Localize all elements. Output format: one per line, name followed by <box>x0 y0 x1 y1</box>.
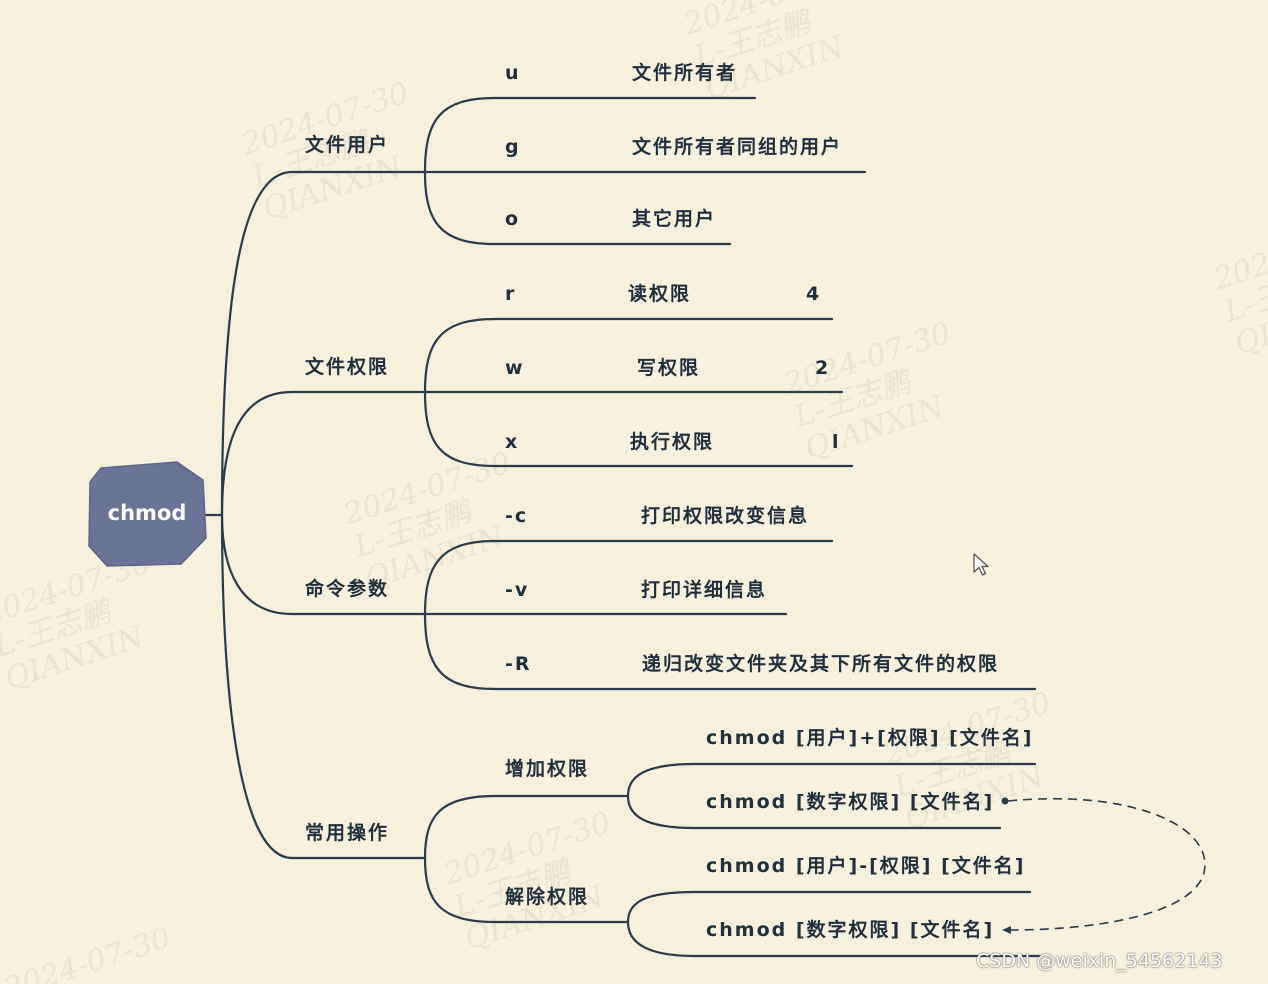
branch-label-file-permission[interactable]: 文件权限 <box>305 356 390 378</box>
leaf-curve <box>626 920 697 958</box>
leaf-key[interactable]: w <box>505 357 525 379</box>
leaf-number[interactable]: l <box>832 431 841 453</box>
command-example[interactable]: chmod [数字权限] [文件名] <box>706 791 995 813</box>
leaf-description[interactable]: 打印权限改变信息 <box>641 505 810 527</box>
command-example[interactable]: chmod [用户]+[权限] [文件名] <box>706 727 1034 749</box>
leaf-description[interactable]: 读权限 <box>628 283 692 305</box>
command-example[interactable]: chmod [用户]-[权限] [文件名] <box>706 855 1026 877</box>
root-node[interactable]: chmod <box>87 460 207 567</box>
leaf-curve <box>626 890 697 924</box>
leaf-description[interactable]: 打印详细信息 <box>641 579 768 601</box>
leaf-key[interactable]: -c <box>505 505 529 527</box>
root-node-label: chmod <box>107 501 187 525</box>
root-node-shape <box>88 461 207 567</box>
leaf-curve <box>423 539 497 616</box>
command-example[interactable]: chmod [数字权限] [文件名] <box>706 919 995 941</box>
branch-label-command-options[interactable]: 命令参数 <box>305 578 390 600</box>
leaf-number[interactable]: 4 <box>806 283 822 305</box>
leaf-key[interactable]: r <box>505 283 517 305</box>
leaf-number[interactable]: 2 <box>815 357 831 379</box>
leaf-curve <box>423 170 497 246</box>
branch-curve <box>220 513 294 860</box>
leaf-curve <box>423 96 497 174</box>
group-label-add-permission[interactable]: 增加权限 <box>505 758 590 780</box>
leaf-key[interactable]: g <box>505 136 521 158</box>
leaf-key[interactable]: x <box>505 431 520 453</box>
group-curve <box>423 856 497 924</box>
leaf-key[interactable]: u <box>505 62 521 84</box>
relation-start-dot <box>1001 797 1009 805</box>
leaf-curve <box>423 317 497 394</box>
group-label-remove-permission[interactable]: 解除权限 <box>505 886 590 908</box>
leaf-description[interactable]: 写权限 <box>637 357 701 379</box>
relation-dashed-arrow <box>1007 797 1206 931</box>
leaf-key[interactable]: -v <box>505 579 530 601</box>
leaf-description[interactable]: 文件所有者 <box>632 62 738 84</box>
leaf-curve <box>423 390 497 468</box>
leaf-curve <box>626 762 697 798</box>
leaf-curve <box>626 794 697 830</box>
branch-curve <box>220 170 294 517</box>
leaf-key[interactable]: o <box>505 208 521 230</box>
leaf-description[interactable]: 递归改变文件夹及其下所有文件的权限 <box>642 653 1000 675</box>
branch-curve <box>220 513 294 616</box>
leaf-key[interactable]: -R <box>505 653 532 675</box>
branch-label-common-operations[interactable]: 常用操作 <box>305 822 390 844</box>
leaf-description[interactable]: 执行权限 <box>630 431 715 453</box>
group-curve <box>423 794 497 860</box>
footer-attribution: CSDN @weixin_54562143 <box>976 950 1223 972</box>
mouse-cursor-icon <box>973 553 989 576</box>
leaf-description[interactable]: 文件所有者同组的用户 <box>632 136 843 158</box>
relation-arrowhead-icon <box>1002 926 1011 934</box>
leaf-curve <box>423 612 497 691</box>
branch-label-file-user[interactable]: 文件用户 <box>305 134 390 156</box>
leaf-description[interactable]: 其它用户 <box>632 208 717 230</box>
branch-curve <box>220 390 294 517</box>
